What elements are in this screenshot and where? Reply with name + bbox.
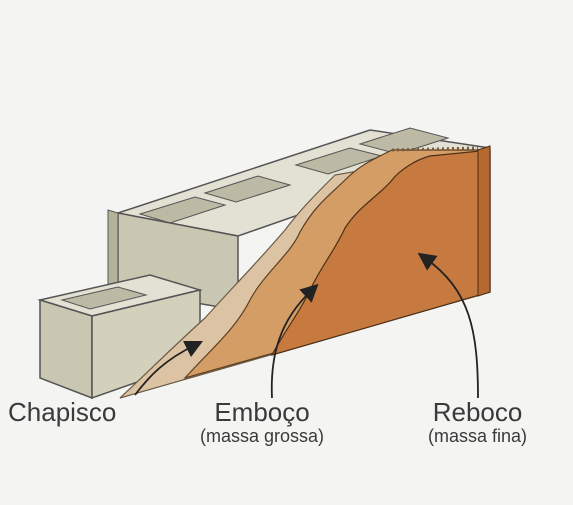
emboco-title: Emboço [200,398,324,426]
reboco-title: Reboco [428,398,527,426]
chapisco-label: Chapisco [8,398,116,426]
reboco-subtitle: (massa fina) [428,426,527,446]
emboco-label: Emboço (massa grossa) [200,398,324,446]
reboco-label: Reboco (massa fina) [428,398,527,446]
chapisco-title: Chapisco [8,398,116,426]
emboco-subtitle: (massa grossa) [200,426,324,446]
